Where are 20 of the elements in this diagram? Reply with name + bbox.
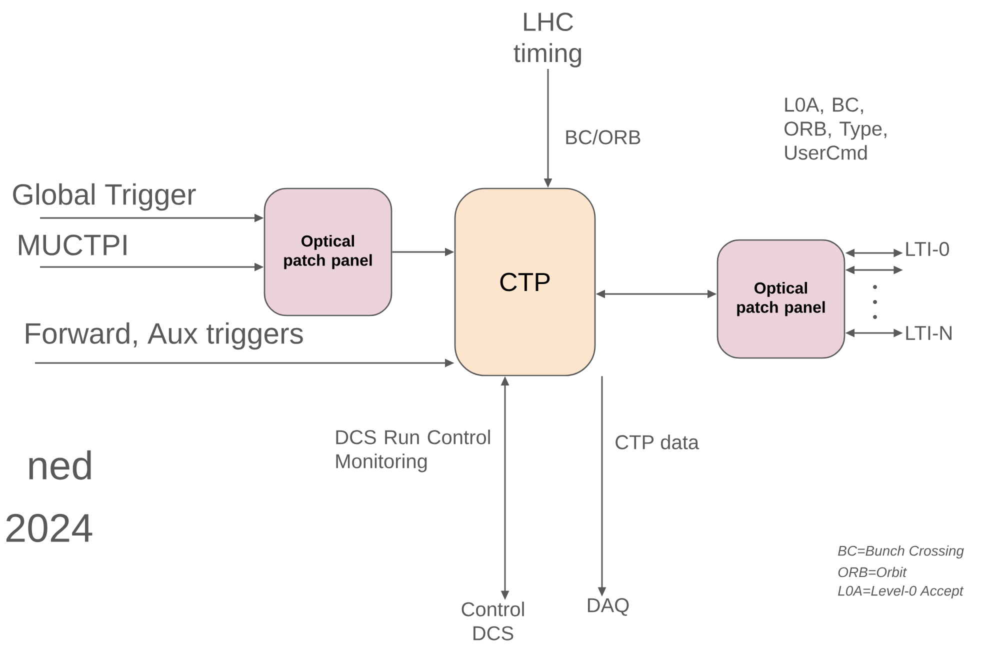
note: ORB=Orbit [838, 566, 907, 578]
partial-text: ned [29, 450, 91, 480]
edge-label: Forward, Aux triggers [22, 321, 306, 351]
edge-label: CTP data [613, 433, 700, 451]
node-text: LTI-0 [906, 242, 950, 256]
patch-panel-box: Optical patch panel [716, 239, 846, 359]
node-text: LHC timing [514, 12, 581, 68]
edge-label: BC/ORB [563, 128, 643, 146]
node-text: Control DCS [462, 602, 524, 640]
note: BC=Bunch Crossing [838, 545, 964, 559]
note: L0A=Level-0 Accept [838, 585, 964, 599]
node-text: DAQ [588, 598, 629, 616]
partial-text: 2024 [6, 514, 92, 542]
patch-panel-box: Optical patch panel [264, 188, 392, 316]
node-text: LTI-N [906, 326, 952, 340]
edge-label: Global Trigger [10, 182, 198, 212]
edge-label: DCS Run Control Monitoring [333, 428, 501, 474]
edge-label: MUCTPI [15, 233, 130, 257]
signal-list: L0A, BC, ORB, Type, UserCmd [784, 98, 886, 160]
ctp-box: CTP [454, 188, 596, 376]
